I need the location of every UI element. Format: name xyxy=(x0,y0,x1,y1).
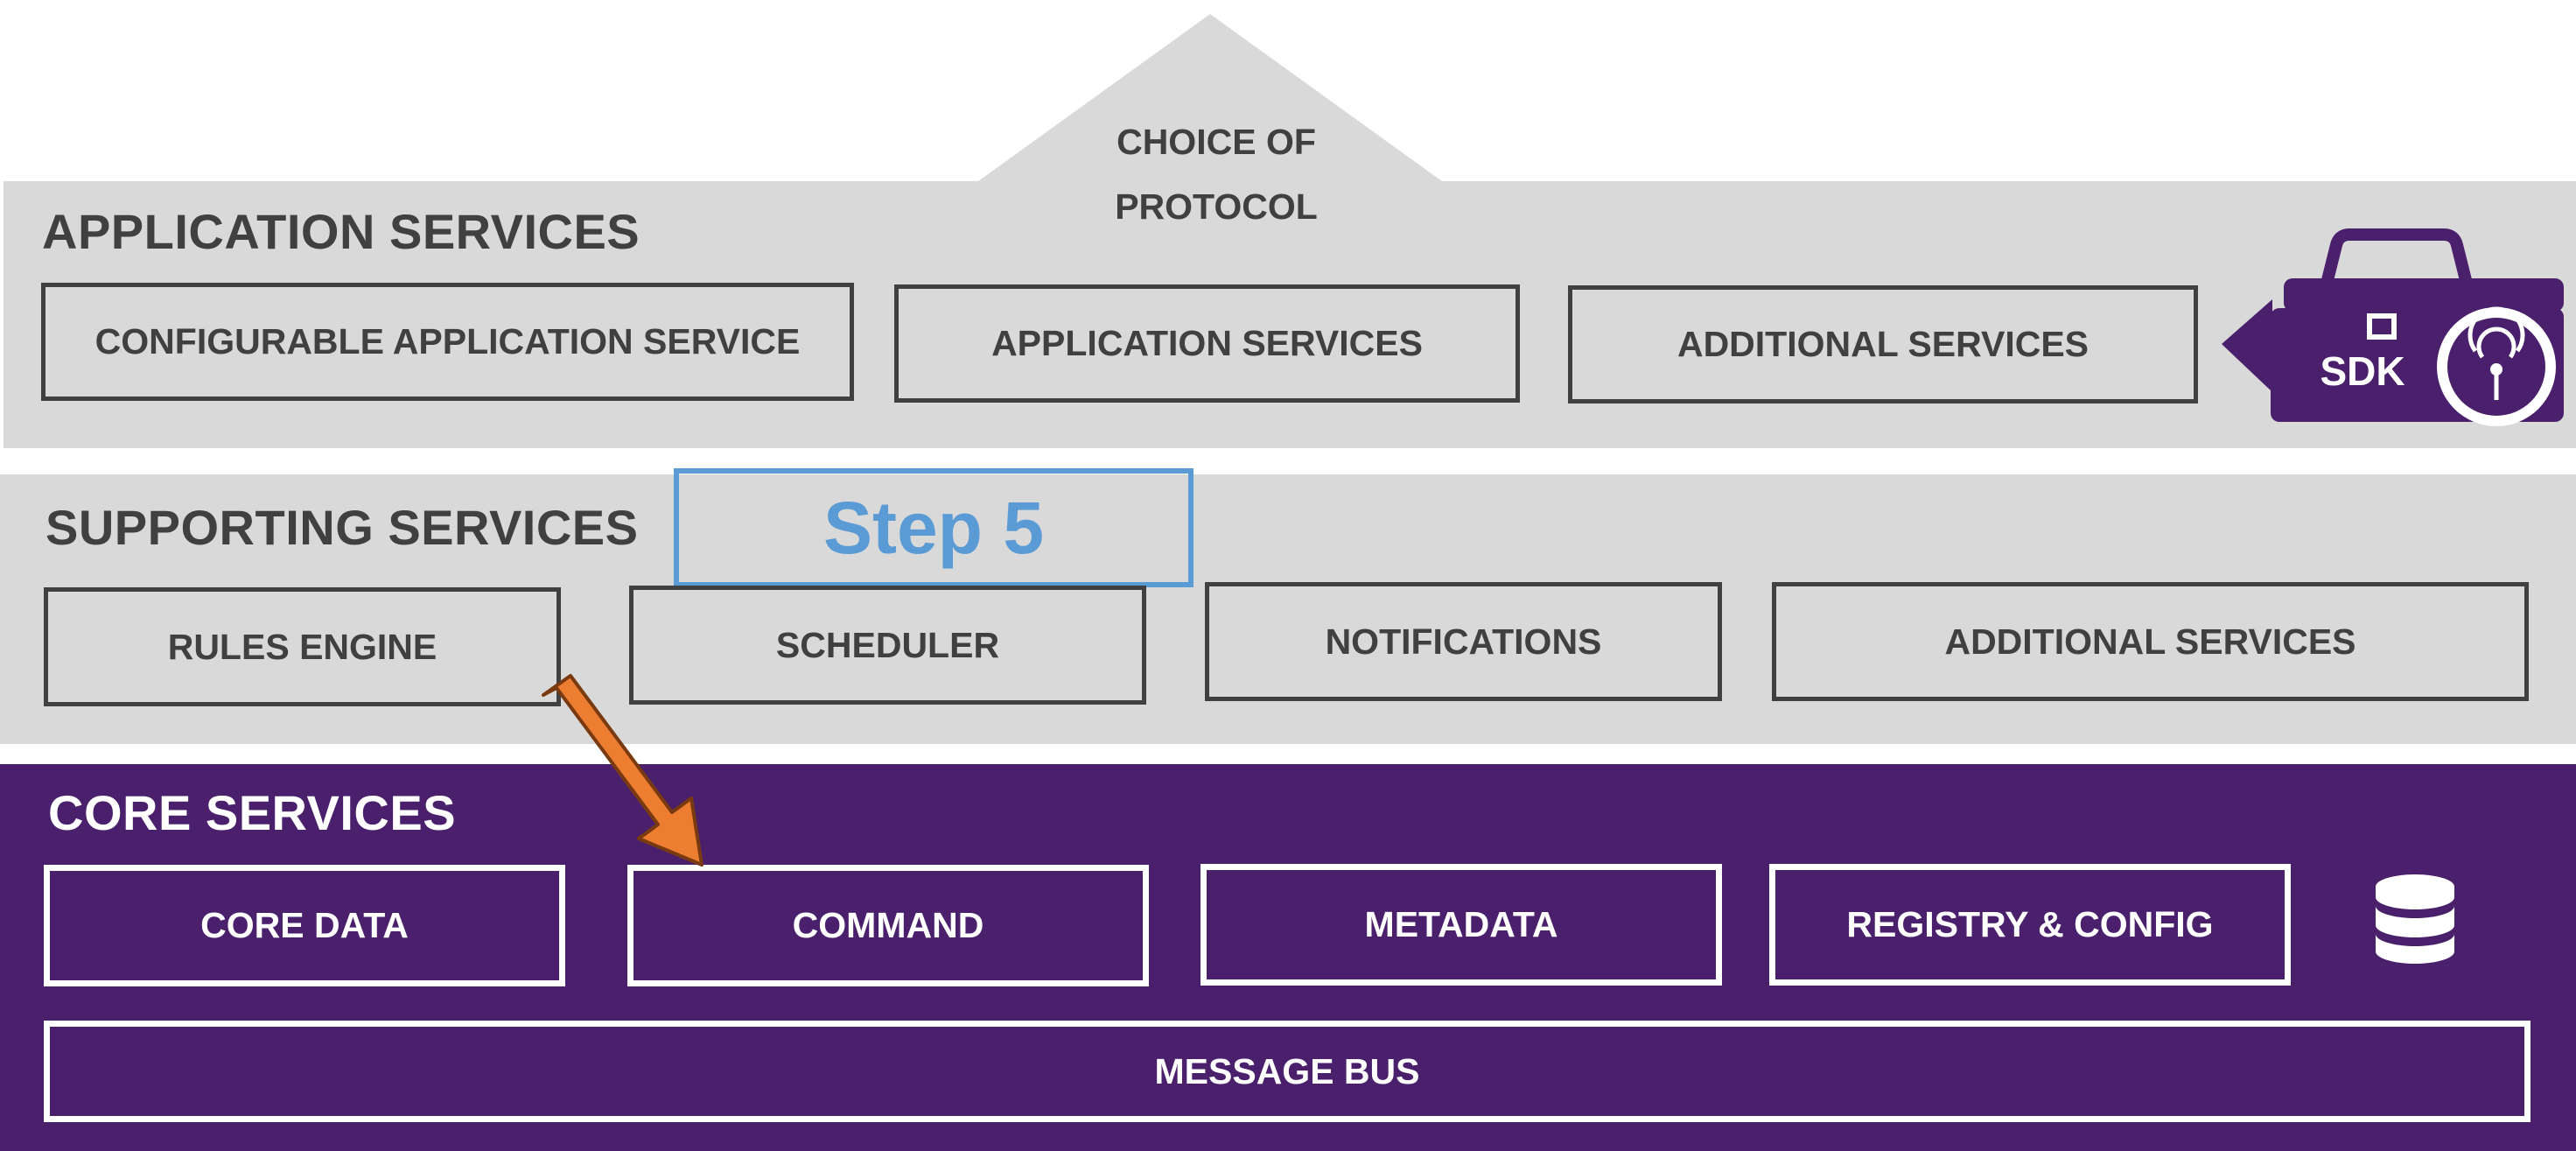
application-services-title: APPLICATION SERVICES xyxy=(42,204,640,259)
protocol-line-1: CHOICE OF xyxy=(1116,122,1316,162)
scheduler-box: SCHEDULER xyxy=(629,586,1146,705)
notifications-box: NOTIFICATIONS xyxy=(1205,582,1722,701)
supporting-services-title: SUPPORTING SERVICES xyxy=(46,500,639,555)
protocol-roof xyxy=(978,14,1442,181)
core-services-title: CORE SERVICES xyxy=(48,785,457,840)
application-services-box: APPLICATION SERVICES xyxy=(894,284,1520,403)
broadcast-icon xyxy=(2437,306,2556,426)
sdk-arrow-icon xyxy=(2222,299,2272,392)
additional-supporting-services-box: ADDITIONAL SERVICES xyxy=(1772,582,2529,701)
additional-application-services-box: ADDITIONAL SERVICES xyxy=(1568,285,2198,404)
database-icon xyxy=(2376,874,2454,964)
rules-engine-box: RULES ENGINE xyxy=(44,587,561,706)
protocol-line-2: PROTOCOL xyxy=(1115,186,1318,227)
message-bus-box: MESSAGE BUS xyxy=(44,1021,2530,1122)
command-box: COMMAND xyxy=(627,865,1149,986)
protocol-label: CHOICE OF PROTOCOL xyxy=(1032,109,1400,239)
registry-config-box: REGISTRY & CONFIG xyxy=(1769,864,2291,986)
step-label: Step 5 xyxy=(674,468,1194,587)
metadata-box: METADATA xyxy=(1200,864,1722,986)
sdk-toolbox: SDK xyxy=(2222,228,2564,426)
application-services-band xyxy=(4,181,2576,448)
core-data-box: CORE DATA xyxy=(44,865,565,986)
sdk-label: SDK xyxy=(2320,348,2404,394)
configurable-application-service-box: CONFIGURABLE APPLICATION SERVICE xyxy=(41,283,854,401)
core-services-band xyxy=(0,764,2576,1151)
